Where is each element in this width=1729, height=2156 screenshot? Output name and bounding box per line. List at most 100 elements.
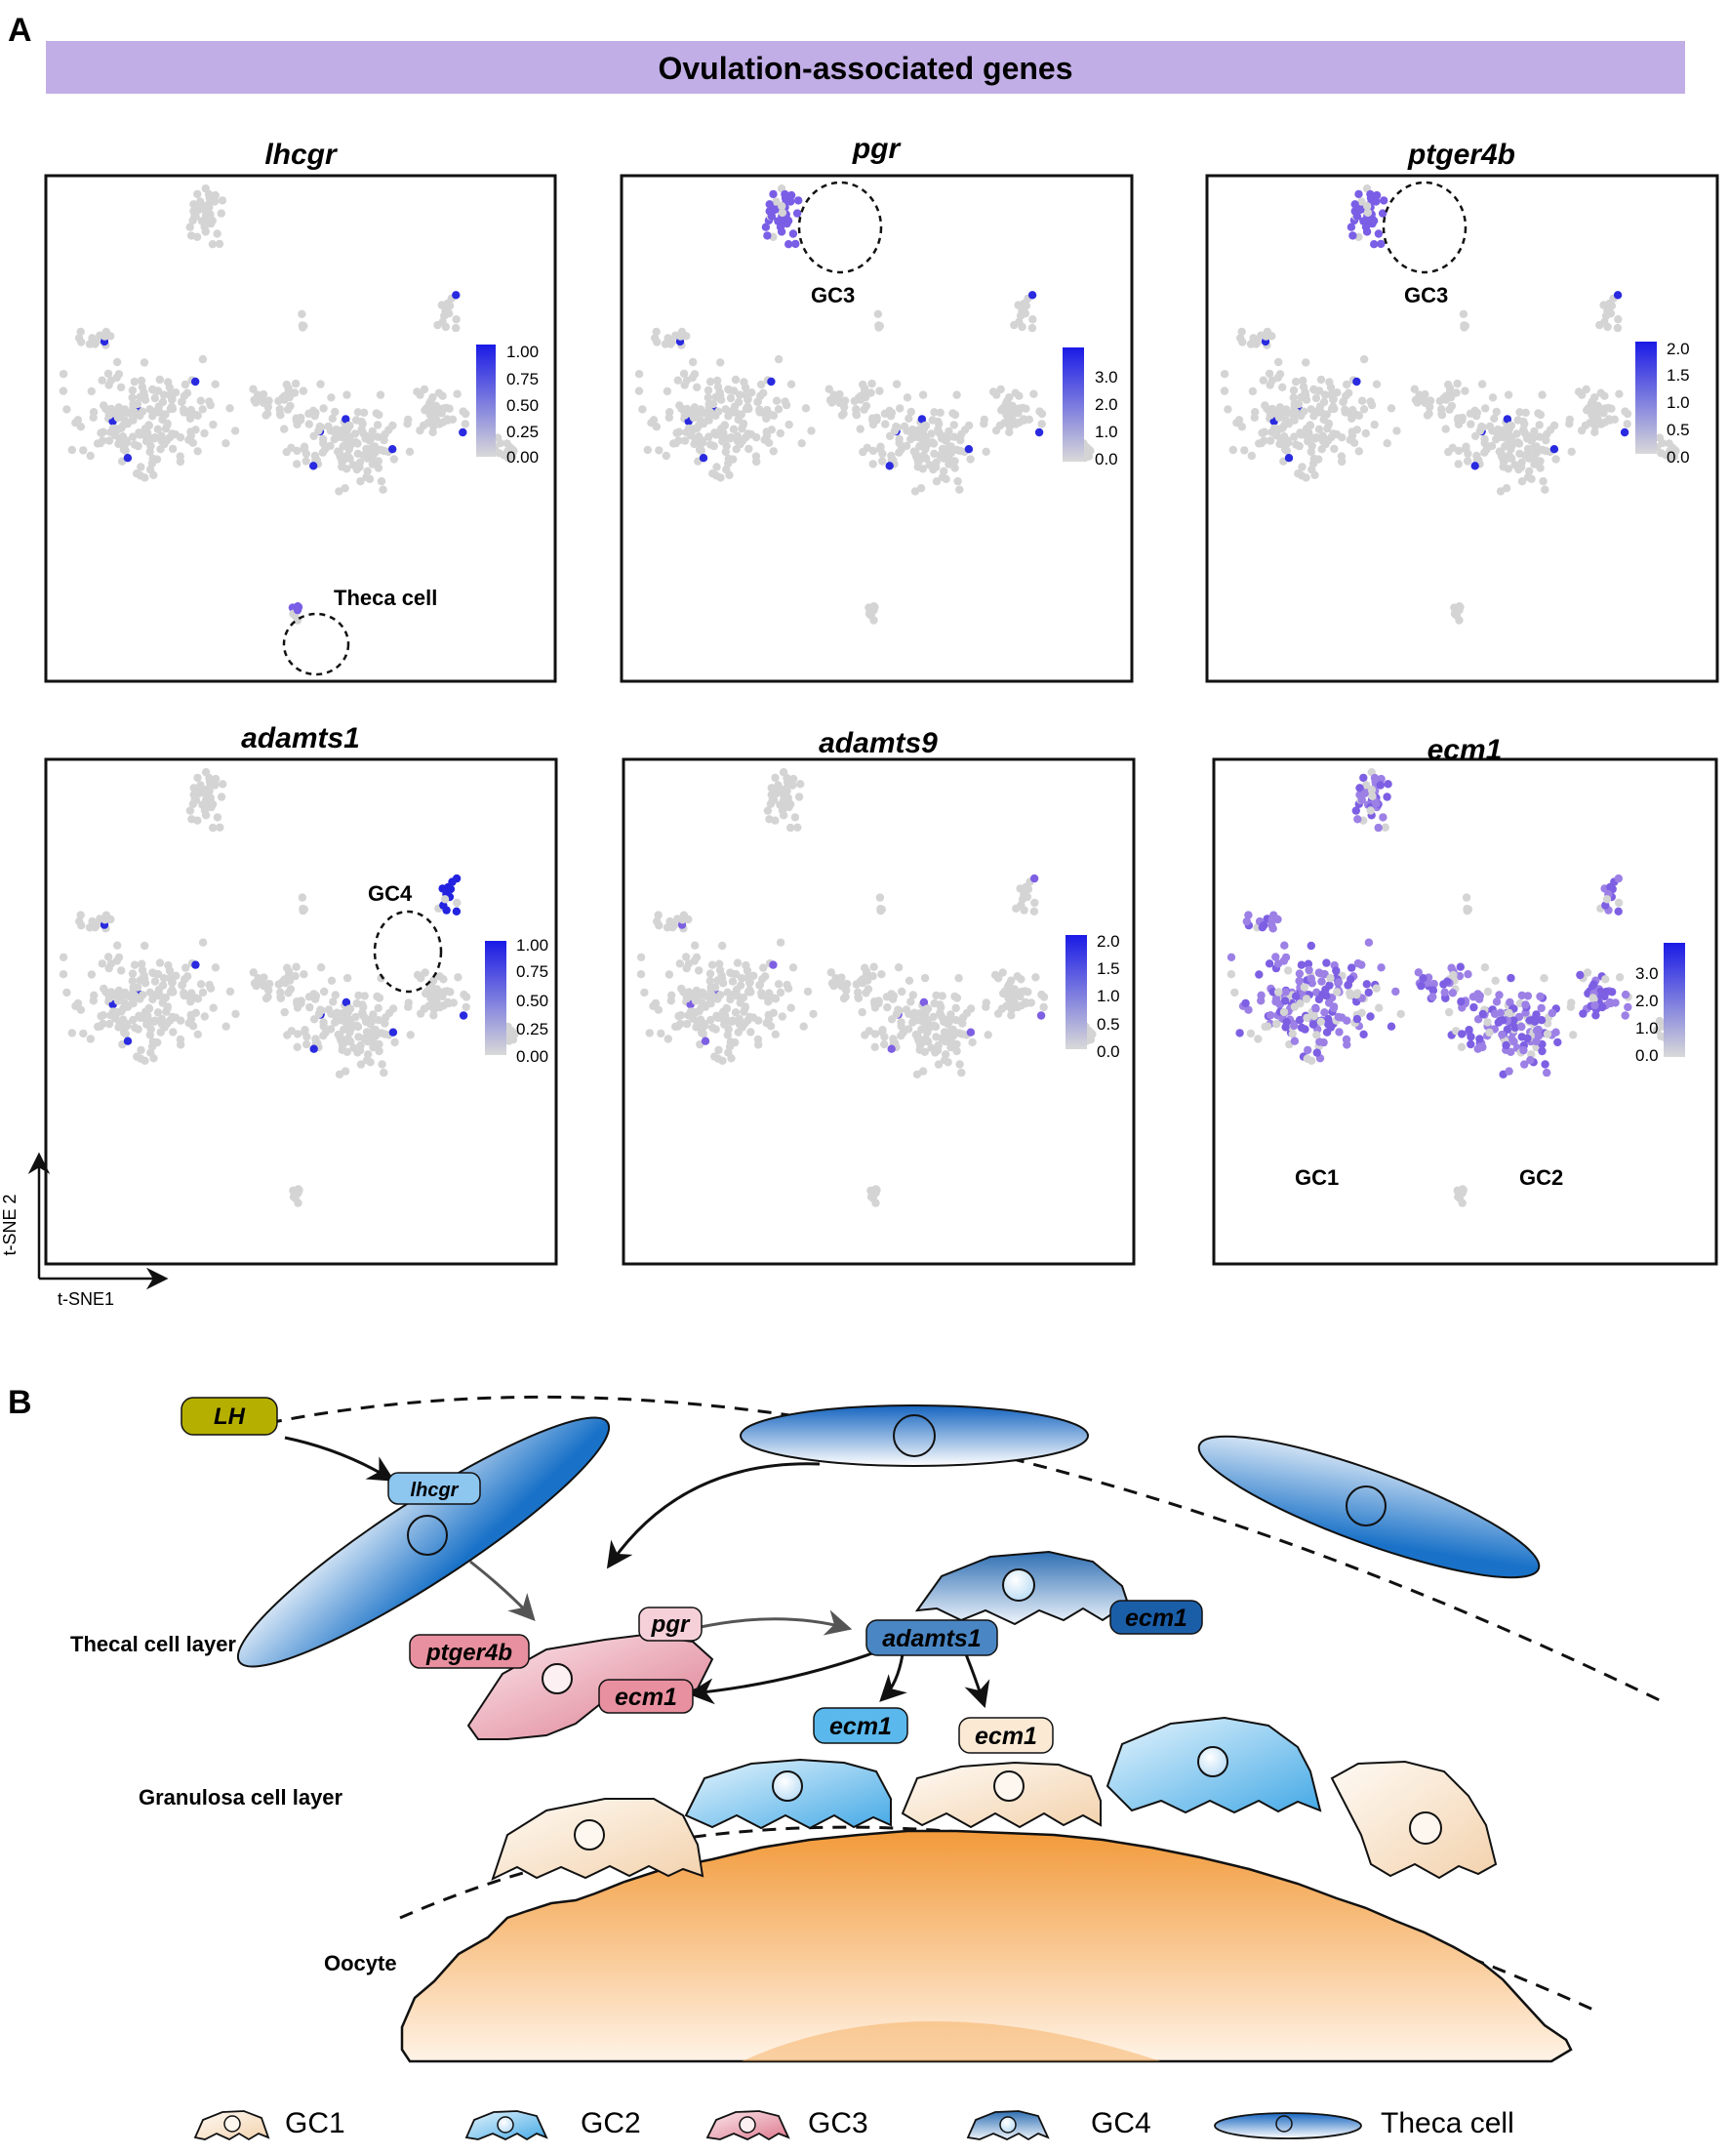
cell-point — [1601, 311, 1611, 320]
cell-point — [1378, 209, 1387, 218]
cell-point — [305, 1002, 314, 1012]
cell-point — [215, 239, 224, 249]
cell-point — [909, 447, 918, 456]
cell-point — [217, 793, 226, 801]
cell-point — [1357, 795, 1367, 804]
cell-point — [1530, 1017, 1540, 1026]
cell-point — [765, 815, 774, 824]
cell-point — [809, 1009, 818, 1019]
cell-point — [1352, 1014, 1362, 1024]
cell-point — [793, 823, 802, 832]
cell-point — [254, 390, 262, 399]
cell-point — [699, 419, 708, 428]
cell-point — [180, 991, 188, 1000]
cell-point — [1289, 393, 1299, 402]
cell-point — [452, 291, 461, 300]
cell-point — [691, 997, 701, 1005]
cell-point — [722, 465, 731, 474]
cell-point — [160, 439, 169, 449]
cell-point — [345, 432, 354, 442]
cell-point — [1601, 975, 1610, 984]
cell-point — [103, 369, 113, 379]
cell-point — [1002, 410, 1011, 420]
cell-point — [1480, 963, 1490, 972]
cell-point — [439, 901, 448, 910]
cell-point — [198, 988, 208, 997]
cell-point — [1011, 404, 1021, 414]
cell-point — [1542, 435, 1550, 445]
cell-point — [890, 427, 900, 435]
cell-point — [264, 396, 273, 405]
cell-point — [868, 971, 877, 981]
cell-point — [309, 462, 318, 470]
cell-point — [663, 386, 672, 396]
cell-point — [1509, 1016, 1518, 1025]
cell-point — [829, 390, 838, 399]
label-oocyte: Oocyte — [324, 1951, 397, 1975]
cell-point — [720, 1020, 729, 1029]
cell-point — [1244, 1005, 1253, 1014]
cell-point — [1352, 991, 1361, 999]
cell-point — [299, 323, 307, 332]
cell-point — [1267, 1011, 1275, 1020]
cell-point — [213, 813, 222, 822]
cell-point — [1306, 421, 1315, 430]
cell-point — [880, 1039, 889, 1049]
cell-point — [211, 774, 221, 784]
cell-point — [136, 995, 144, 1003]
cell-point — [689, 357, 698, 367]
cell-point — [774, 980, 784, 989]
svg-text:ptger4b: ptger4b — [425, 1640, 512, 1666]
cell-point — [713, 1013, 722, 1023]
cell-point — [713, 376, 722, 386]
cell-point — [887, 1044, 896, 1053]
cell-point — [506, 1026, 516, 1036]
tag-lhcgr: lhcgr — [387, 1472, 481, 1505]
cell-point — [1013, 988, 1023, 997]
cell-point — [991, 426, 1001, 435]
cell-point — [717, 974, 727, 983]
cell-point — [1297, 960, 1307, 969]
cell-point — [1304, 1045, 1312, 1055]
cell-point — [906, 407, 915, 417]
cell-point — [1597, 988, 1607, 997]
cell-point — [1295, 1015, 1305, 1025]
cell-point — [341, 1008, 350, 1018]
cell-point — [1305, 965, 1313, 975]
cell-point — [1255, 439, 1264, 448]
cell-point — [388, 1028, 398, 1037]
cell-point — [1379, 813, 1387, 822]
cell-point — [854, 393, 863, 403]
cell-point — [955, 1060, 964, 1069]
cell-point — [713, 995, 722, 1003]
cell-point — [668, 923, 677, 932]
cell-point — [1492, 407, 1502, 417]
cell-point — [181, 975, 189, 984]
cell-point — [1252, 340, 1261, 348]
cell-point — [276, 994, 286, 1002]
cell-point — [280, 425, 289, 433]
cell-point — [870, 997, 879, 1006]
cell-point — [1013, 1002, 1023, 1012]
cell-point — [782, 216, 790, 224]
cell-point — [1309, 1011, 1319, 1021]
plot-title: ecm1 — [1427, 734, 1503, 766]
cell-point — [1357, 197, 1366, 206]
cell-point — [634, 370, 644, 379]
cell-point — [1535, 432, 1545, 441]
cell-point — [1309, 412, 1318, 421]
cell-point — [1588, 410, 1596, 420]
cell-point — [956, 446, 965, 456]
cell-point — [194, 205, 203, 215]
cell-point — [1467, 420, 1475, 428]
cell-point — [507, 450, 516, 459]
cell-point — [677, 327, 687, 337]
cell-point — [1546, 426, 1555, 434]
cell-point — [1613, 291, 1623, 300]
cell-point — [342, 973, 352, 983]
cell-point — [374, 432, 382, 441]
cell-point — [761, 223, 771, 231]
cell-point — [674, 427, 684, 436]
cell-point — [1541, 1060, 1549, 1069]
cell-point — [1576, 970, 1585, 980]
